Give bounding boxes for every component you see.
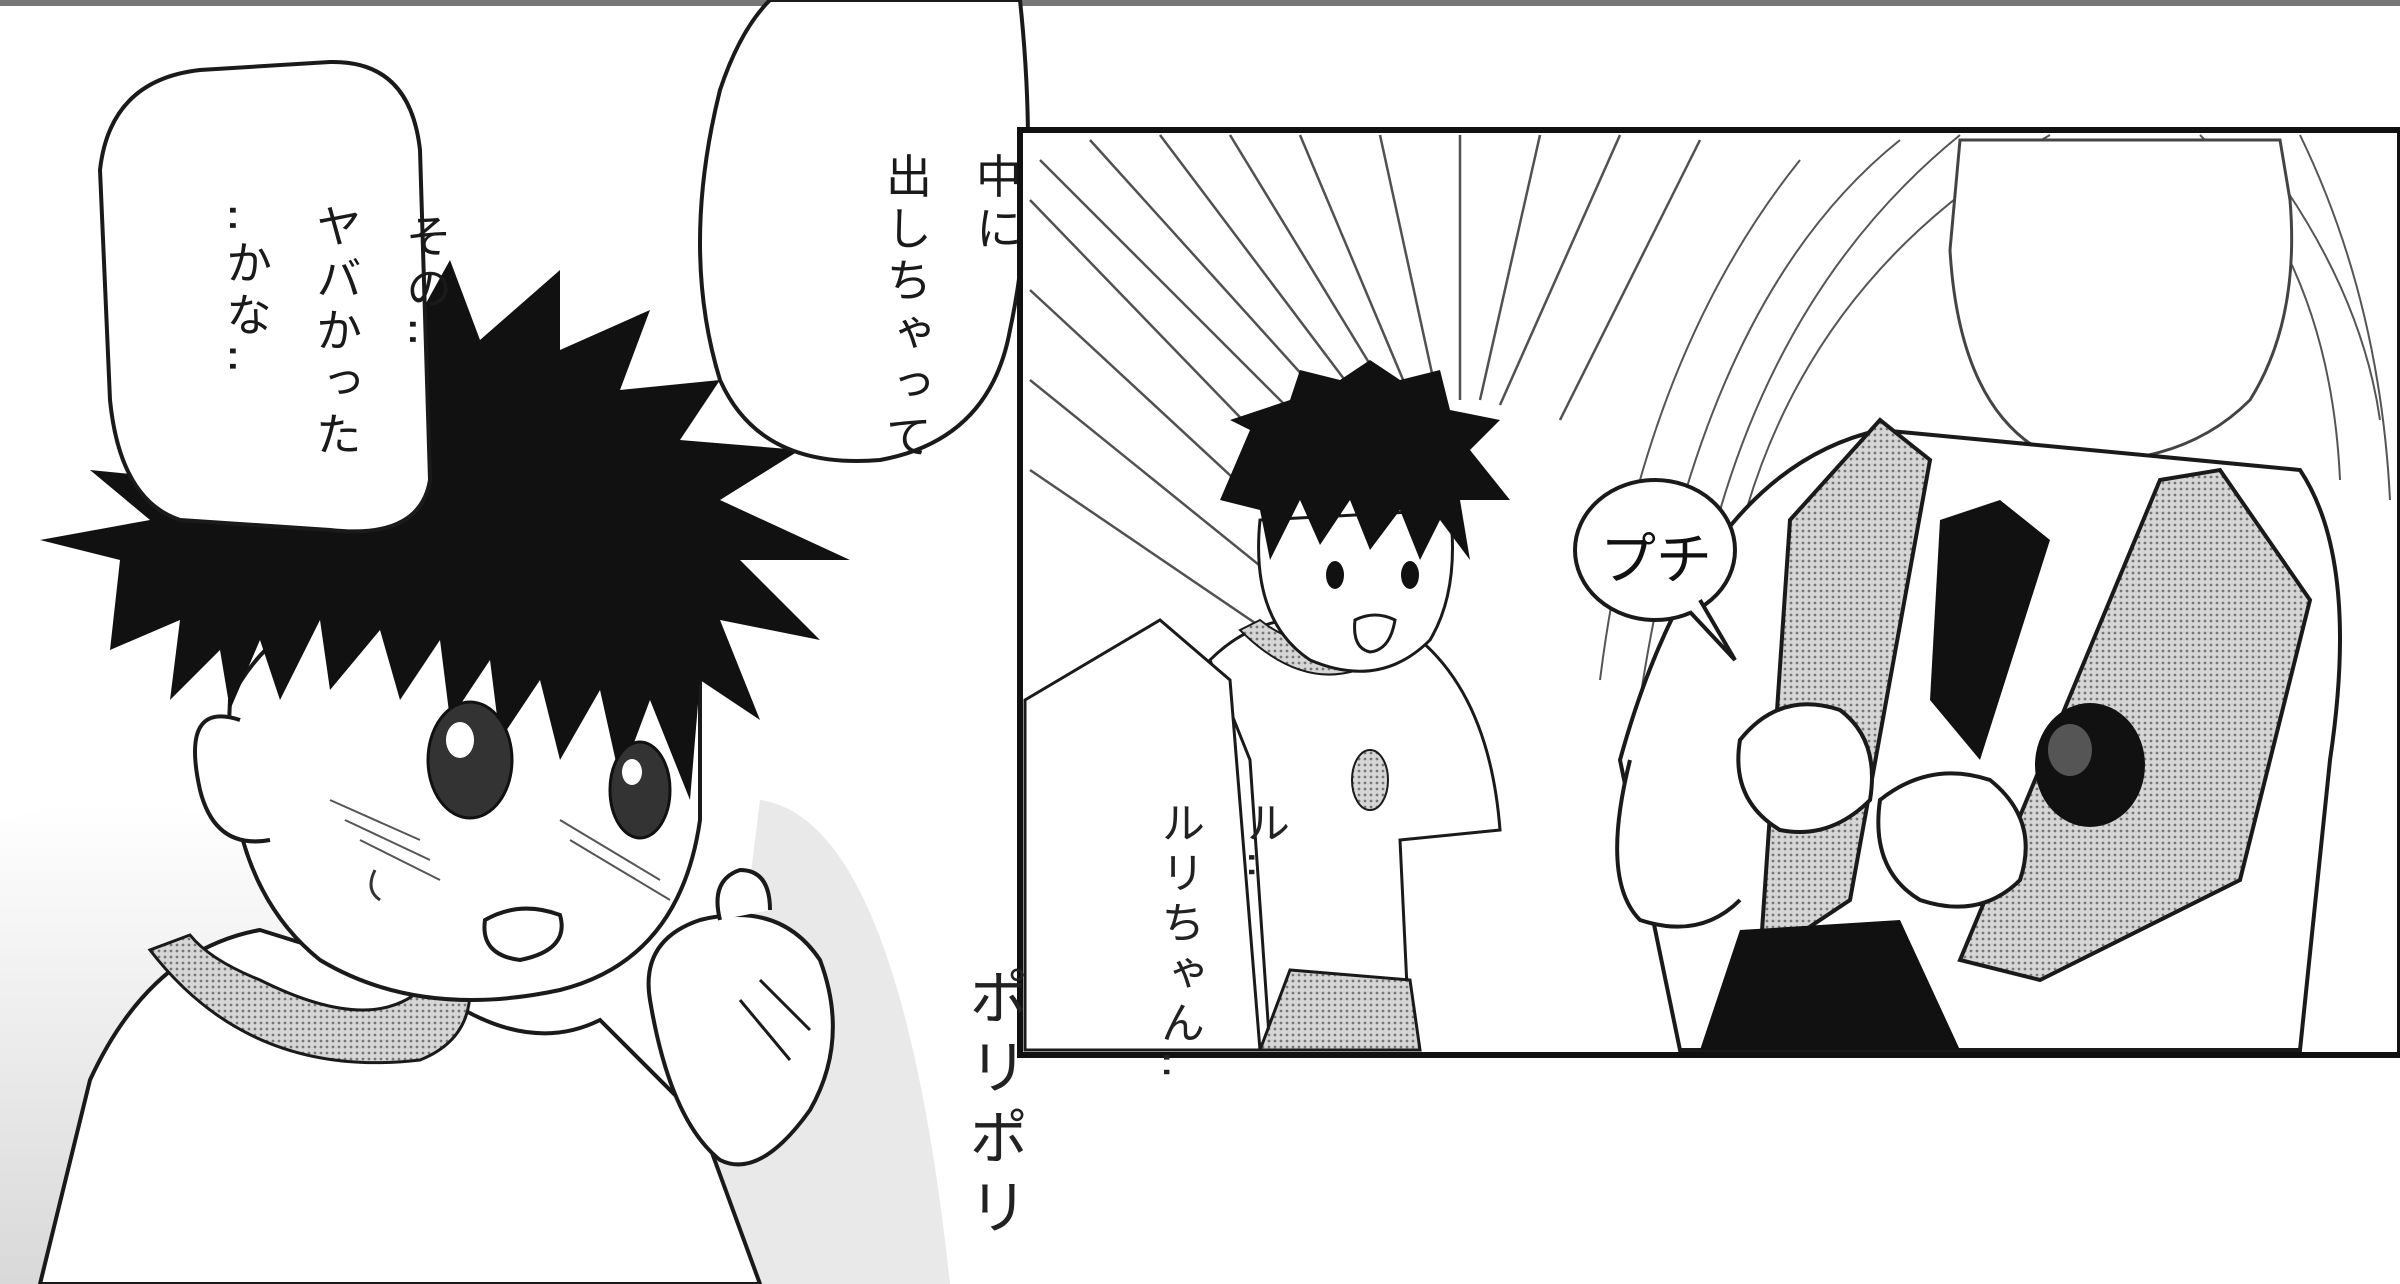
bg-boy-face: [1257, 508, 1454, 673]
sfx-scratch-1: ポリ: [880, 850, 1107, 1106]
bubble-2-line-1: 中に: [969, 152, 1023, 257]
sfx-scratch-1-text: ポリ: [958, 966, 1028, 1107]
bubble-2-line-2: 出しちゃって: [879, 152, 933, 465]
speech-bubble-1: [97, 59, 433, 534]
dialogue-line-2-text: ルリちゃん‥: [1153, 799, 1204, 1086]
bg-boy-hair: [1220, 360, 1510, 560]
girl-tie: [1930, 500, 2050, 760]
boy-hair: [40, 260, 850, 800]
page-top-border: [0, 0, 2400, 6]
girl-hand-left: [1736, 702, 1874, 834]
emblem: [2035, 703, 2145, 827]
dialogue-line-1-text: ル‥: [1238, 799, 1289, 886]
boy-left-eye: [426, 700, 514, 820]
dialogue-line-1: ル‥: [1180, 720, 1346, 885]
sfx-scratch-2-text: ポリ: [958, 1106, 1028, 1247]
speech-bubble-1-text: ‥かな‥: [150, 120, 342, 500]
girl-face: [1948, 138, 2294, 463]
boy-mouth: [482, 906, 564, 963]
girl-hand-right: [1876, 771, 2028, 909]
right-panel: [1017, 127, 2400, 1058]
speech-bubble-2-text-a: 中に: [900, 70, 1092, 450]
petit-bubble: [1573, 478, 1737, 622]
speech-bubble-1-text-b: ヤバかった: [240, 120, 432, 500]
left-panel: [0, 0, 1030, 1284]
boy-right-eye: [608, 740, 672, 840]
boy-ear: [193, 714, 271, 844]
sfx-scratch-2: ポリ: [880, 990, 1107, 1246]
bubble-1-line-2: ヤバかった: [309, 202, 363, 463]
bubble-1-line-1: その‥: [399, 212, 453, 354]
sfx-petit: プチ: [1600, 528, 1712, 593]
speech-bubble-2-text-b: 出しちゃって: [810, 70, 1002, 465]
dialogue-line-2: ルリちゃん‥: [1095, 720, 1261, 1085]
speech-bubble-1-text-c: その‥: [330, 130, 522, 510]
bubble-1-line-3: ‥かな‥: [219, 202, 273, 380]
boy-hand: [646, 913, 835, 1167]
